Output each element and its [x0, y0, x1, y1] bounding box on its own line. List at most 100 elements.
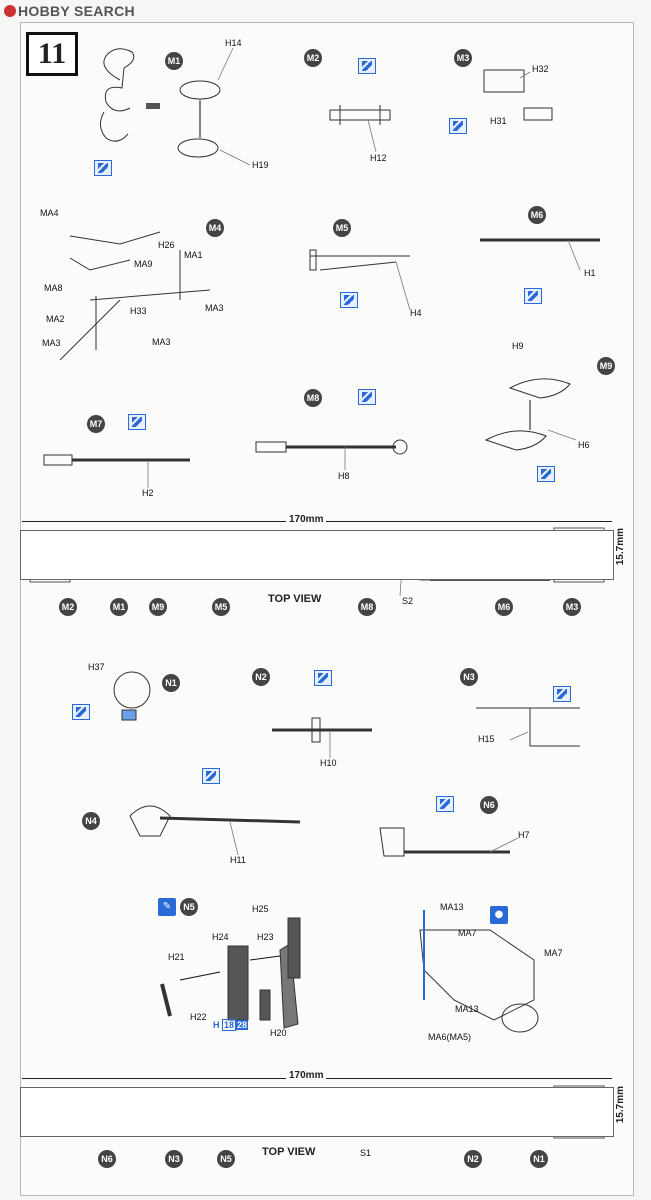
badge-n1-topview: N1 [530, 1150, 548, 1168]
label-ma8: MA8 [44, 283, 63, 293]
length-dimension-1: 170mm [286, 514, 327, 525]
paint-drop-icon: ● [490, 906, 508, 924]
label-h23: H23 [257, 932, 274, 942]
label-h9: H9 [512, 341, 524, 351]
length-dimension-2: 170mm [286, 1070, 327, 1081]
label-h31: H31 [490, 116, 507, 126]
label-h33: H33 [130, 306, 147, 316]
label-h25: H25 [252, 904, 269, 914]
label-ma13: MA13 [440, 902, 464, 912]
label-h14: H14 [225, 38, 242, 48]
glue-icon [72, 704, 90, 720]
badge-m3-topview: M3 [563, 598, 581, 616]
badge-m6: M6 [528, 206, 546, 224]
badge-n2: N2 [252, 668, 270, 686]
label-ma3: MA3 [152, 337, 171, 347]
label-h6: H6 [578, 440, 590, 450]
badge-m5-topview: M5 [212, 598, 230, 616]
badge-m9: M9 [597, 357, 615, 375]
glue-icon [358, 58, 376, 74]
badge-m4: M4 [206, 219, 224, 237]
badge-m7: M7 [87, 415, 105, 433]
label-ma2: MA2 [46, 314, 65, 324]
badge-n3-topview: N3 [165, 1150, 183, 1168]
top-view-1 [20, 530, 614, 580]
m4-frame [59, 231, 211, 361]
badge-n4: N4 [82, 812, 100, 830]
label-h32: H32 [532, 64, 549, 74]
label-h21: H21 [168, 952, 185, 962]
m9-clamp [484, 378, 571, 451]
glue-icon [537, 466, 555, 482]
n2-rod [272, 717, 372, 743]
leader-lines [147, 47, 581, 856]
label-ma13: MA13 [455, 1004, 479, 1014]
glue-icon [524, 288, 542, 304]
paint-brush-icon: ✎ [158, 898, 176, 916]
label-s1: S1 [360, 1148, 372, 1158]
label-h7: H7 [518, 830, 530, 840]
logo-mark-icon [4, 5, 16, 17]
badge-n1: N1 [162, 674, 180, 692]
m7-rod [43, 454, 190, 466]
step-number: 11 [26, 32, 78, 76]
label-h19: H19 [252, 160, 269, 170]
m8-rod [255, 439, 408, 455]
badge-n2-topview: N2 [464, 1150, 482, 1168]
label-h20: H20 [270, 1028, 287, 1038]
glue-icon [202, 768, 220, 784]
label-ma7: MA7 [458, 928, 477, 938]
label-ma1: MA1 [184, 250, 203, 260]
site-logo[interactable]: HOBBY SEARCH [4, 3, 135, 19]
top-view-label-1: TOP VIEW [268, 593, 322, 605]
glue-icon [449, 118, 467, 134]
height-dimension-1: 15.7mm [615, 528, 626, 566]
label-h2: H2 [142, 488, 154, 498]
badge-m6-topview: M6 [495, 598, 513, 616]
glue-icon [358, 389, 376, 405]
m3-clip [483, 69, 553, 121]
badge-m3: M3 [454, 49, 472, 67]
badge-m9-topview: M9 [149, 598, 167, 616]
label-ma6: MA6(MA5) [428, 1032, 472, 1042]
label-ma7: MA7 [544, 948, 563, 958]
glue-icon [436, 796, 454, 812]
label-h24: H24 [212, 932, 229, 942]
label-h8: H8 [338, 471, 350, 481]
badge-m8-topview: M8 [358, 598, 376, 616]
glue-icon [314, 670, 332, 686]
badge-m5: M5 [333, 219, 351, 237]
badge-m2-topview: M2 [59, 598, 77, 616]
label-ma3: MA3 [205, 303, 224, 313]
height-dimension-2: 15.7mm [615, 1086, 626, 1124]
label-h12: H12 [370, 153, 387, 163]
n3-rod [476, 707, 580, 747]
label-h1: H1 [584, 268, 596, 278]
label-h15: H15 [478, 734, 495, 744]
label-h26: H26 [158, 240, 175, 250]
label-ma4: MA4 [40, 208, 59, 218]
label-h10: H10 [320, 758, 337, 768]
badge-m2: M2 [304, 49, 322, 67]
top-view-2 [20, 1087, 614, 1137]
badge-n5: N5 [180, 898, 198, 916]
badge-m8: M8 [304, 389, 322, 407]
label-s2: S2 [402, 596, 414, 606]
n1-headlight [113, 671, 151, 721]
m2-bracket [329, 105, 391, 125]
badge-n6: N6 [480, 796, 498, 814]
badge-n5-topview: N5 [217, 1150, 235, 1168]
n4-shovel [129, 805, 301, 837]
label-ma9: MA9 [134, 259, 153, 269]
label-h37: H37 [88, 662, 105, 672]
label-h11: H11 [230, 855, 246, 865]
ma-track-link [419, 910, 539, 1033]
n5-jack [160, 917, 301, 1029]
glue-icon [340, 292, 358, 308]
site-header: HOBBY SEARCH [0, 0, 651, 22]
glue-icon [94, 160, 112, 176]
badge-n6-topview: N6 [98, 1150, 116, 1168]
label-ma3: MA3 [42, 338, 61, 348]
badge-n3: N3 [460, 668, 478, 686]
